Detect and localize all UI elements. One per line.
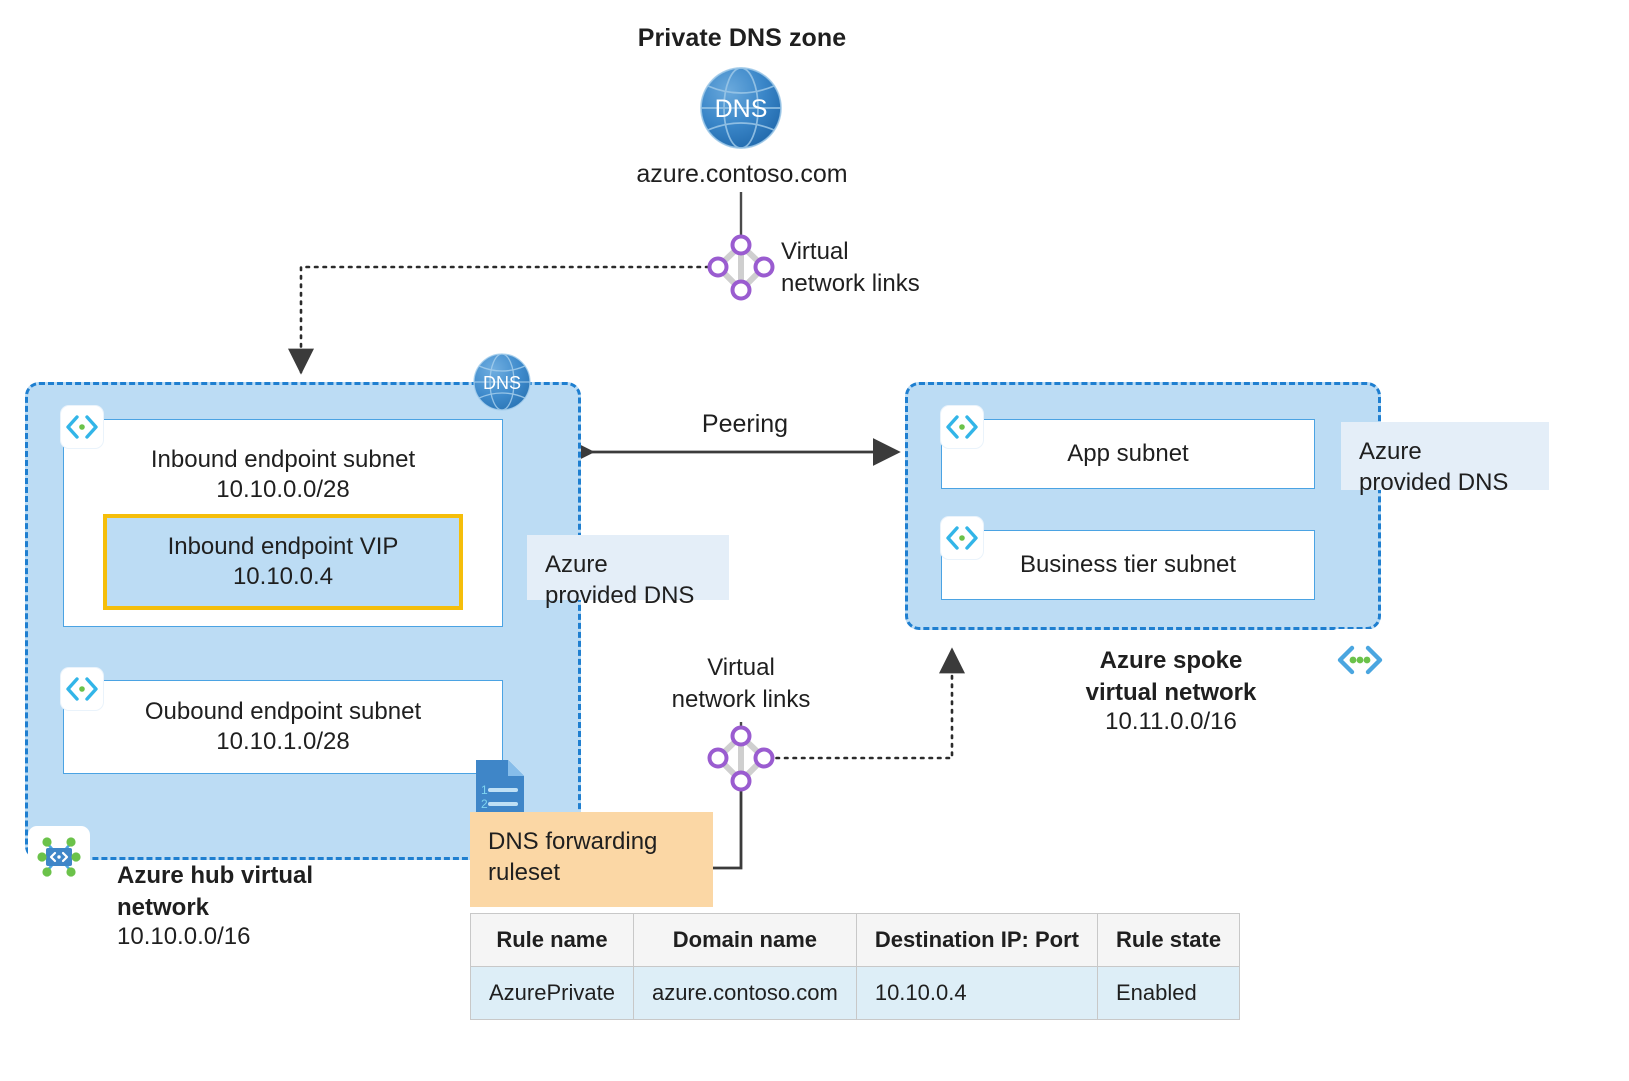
subnet-icon [941, 406, 983, 448]
subnet-business-tier: Business tier subnet [941, 530, 1315, 600]
links-label-line2: network links [671, 686, 811, 714]
private-dns-zone-name: azure.contoso.com [636, 160, 848, 188]
document-rules-icon: 1 2 [474, 758, 526, 827]
subnet-name: App subnet [1067, 439, 1189, 467]
callout-dns-forwarding-ruleset: DNS forwarding ruleset [470, 812, 713, 907]
callout-line1: DNS forwarding [488, 828, 658, 855]
subnet-cidr: 10.10.0.0/28 [216, 476, 350, 503]
callout-line2: provided DNS [545, 582, 695, 610]
virtual-network-links-icon-top [707, 234, 775, 301]
virtual-network-links-label-top: Virtual network links [781, 236, 920, 300]
virtual-network-icon-spoke [1329, 629, 1391, 691]
hub-cidr: 10.10.0.0/16 [117, 923, 251, 951]
subnet-name: Business tier subnet [1019, 550, 1237, 578]
subnet-icon [941, 517, 983, 559]
links-label-line1: Virtual [781, 238, 849, 265]
azure-spoke-label: Azure spoke virtual network 10.11.0.0/16 [1021, 645, 1321, 736]
virtual-network-links-label-middle: Virtual network links [641, 652, 841, 716]
subnet-app: App subnet [941, 419, 1315, 489]
subnet-cidr: 10.10.1.0/28 [216, 728, 350, 755]
hub-name-line1: Azure hub virtual [117, 862, 314, 889]
svg-text:DNS: DNS [715, 95, 768, 123]
inbound-endpoint-vip: Inbound endpoint VIP 10.10.0.4 [103, 514, 463, 610]
azure-hub-label: Azure hub virtual network 10.10.0.0/16 [117, 860, 313, 951]
links-label-line2: network links [781, 270, 920, 298]
subnet-icon [61, 668, 103, 710]
column-header: Destination IP: Port [855, 913, 1098, 967]
callout-line1: Azure [1359, 438, 1422, 465]
dns-forwarding-ruleset-table: Rule name Domain name Destination IP: Po… [470, 913, 1241, 1020]
cell-rule-state: Enabled [1096, 966, 1241, 1020]
svg-text:DNS: DNS [483, 373, 521, 393]
vip-name: Inbound endpoint VIP [167, 532, 399, 560]
diagram-title: Private DNS zone [637, 24, 847, 52]
cell-destination-ip-port: 10.10.0.4 [855, 966, 1098, 1020]
dns-globe-icon-hub: DNS [472, 352, 532, 417]
links-label-line1: Virtual [707, 654, 775, 681]
spoke-name-line1: Azure spoke [1099, 647, 1243, 674]
column-header: Rule name [470, 913, 634, 967]
subnet-outbound-endpoint: Oubound endpoint subnet 10.10.1.0/28 [63, 680, 503, 774]
callout-line2: provided DNS [1359, 469, 1509, 497]
callout-line1: Azure [545, 551, 608, 578]
table-row: AzurePrivate azure.contoso.com 10.10.0.4… [470, 966, 1241, 1020]
spoke-cidr: 10.11.0.0/16 [1105, 708, 1237, 736]
column-header: Domain name [632, 913, 857, 967]
callout-line2: ruleset [488, 859, 561, 887]
dns-globe-icon: DNS [699, 66, 783, 155]
peering-label: Peering [701, 410, 789, 438]
column-header: Rule state [1096, 913, 1241, 967]
subnet-name: Oubound endpoint subnet [144, 697, 422, 725]
hub-name-line2: network [117, 893, 210, 921]
spoke-name-line2: virtual network [1085, 678, 1257, 706]
subnet-name: Inbound endpoint subnet [150, 445, 416, 473]
virtual-network-icon-hub [28, 826, 90, 888]
vip-address: 10.10.0.4 [232, 563, 334, 590]
svg-text:1: 1 [481, 783, 488, 797]
svg-text:2: 2 [481, 797, 488, 811]
virtual-network-links-icon-middle [707, 725, 775, 792]
subnet-icon [61, 406, 103, 448]
cell-rule-name: AzurePrivate [470, 966, 634, 1020]
table-header-row: Rule name Domain name Destination IP: Po… [470, 913, 1241, 967]
cell-domain-name: azure.contoso.com [632, 966, 857, 1020]
callout-azure-provided-dns-spoke: Azure provided DNS [1341, 422, 1549, 496]
callout-azure-provided-dns-hub: Azure provided DNS [527, 535, 729, 609]
